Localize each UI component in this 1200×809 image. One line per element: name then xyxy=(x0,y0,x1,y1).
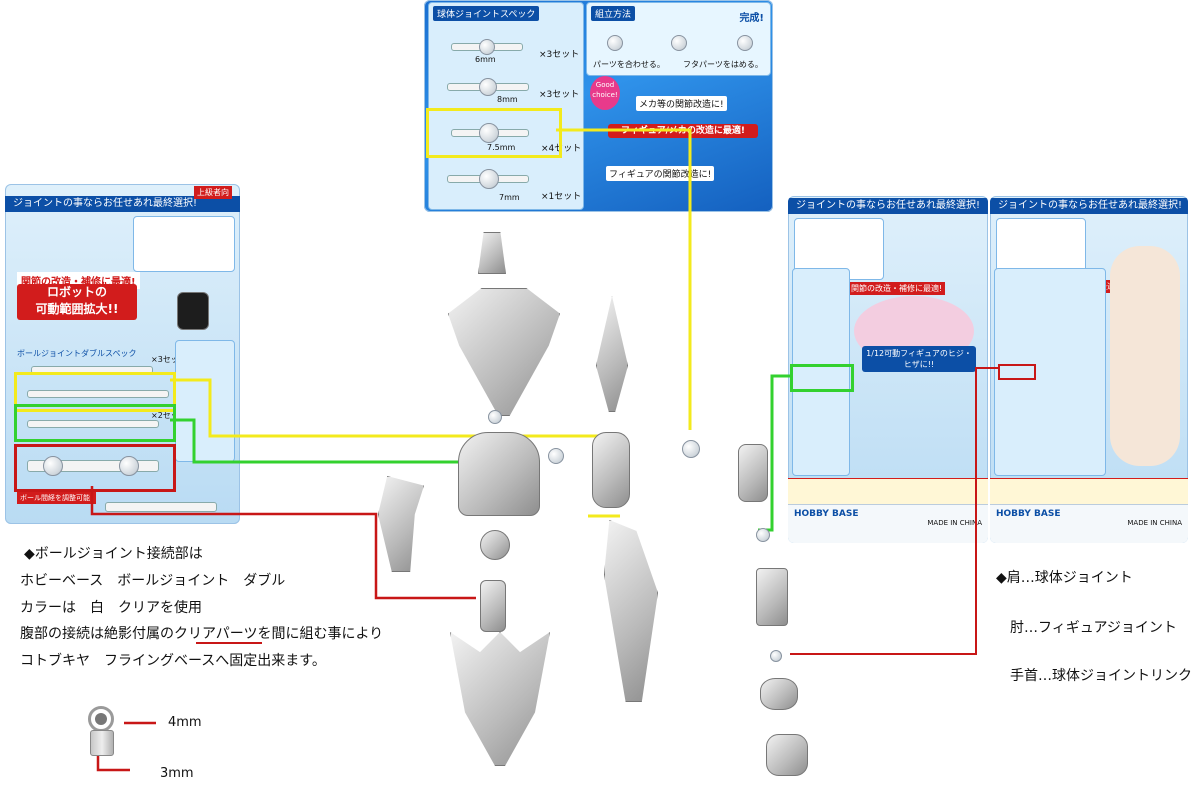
left-main-line2: 可動範囲拡大!! xyxy=(35,302,119,316)
note-left-line-5: コトブキヤ フライングベースへ固定出来ます。 xyxy=(20,653,326,669)
note-left-line-1: ◆ボールジョイント接続部は xyxy=(24,546,203,562)
right2-footer: HOBBY BASE MADE IN CHINA xyxy=(990,504,1188,543)
head-crest-part xyxy=(478,232,506,274)
right2-spec-column xyxy=(994,268,1106,476)
left-spec-set-1: ×3セット xyxy=(151,355,187,364)
joint-spec-panel: 球体ジョイントスペック 6mm ×3セット 8mm ×3セット 7.5mm ×4… xyxy=(428,2,584,210)
joint-spec-title: 球体ジョイントスペック xyxy=(433,6,540,21)
spec-set-1: ×3セット xyxy=(539,50,580,60)
left-pkg-part-image xyxy=(177,292,209,330)
right1-band: 関節の改造・補修に最適! xyxy=(848,282,946,295)
note-left-line-3: カラーは 白 クリアを使用 xyxy=(20,600,202,616)
right1-warning xyxy=(788,478,988,505)
mecha-callout: メカ等の関節改造に! xyxy=(636,96,727,111)
right2-warning xyxy=(990,478,1188,505)
right1-header: ジョイントの事ならお任せあれ最終選択! xyxy=(788,198,988,214)
left-top-info xyxy=(133,216,235,272)
waist-skirt-part xyxy=(450,632,550,766)
complete-label: 完成! xyxy=(739,13,764,24)
elbow-ball xyxy=(756,528,770,542)
left-spec-ball-5 xyxy=(119,456,139,476)
left-spec-set-2: ×2セット xyxy=(151,411,187,420)
forearm-part xyxy=(756,568,788,626)
spec-size-2: 8mm xyxy=(497,95,518,104)
torso-core-part xyxy=(458,432,540,516)
joint-ring-hole xyxy=(95,713,107,725)
hand-part-right xyxy=(766,734,808,776)
shoulder-joint-part xyxy=(592,432,630,508)
left-green-box xyxy=(14,404,176,442)
right2-header: ジョイントの事ならお任せあれ最終選択! xyxy=(990,198,1188,214)
left-bottom-label: ボール間経を調整可能! xyxy=(17,492,96,504)
arm-blade-part xyxy=(604,520,658,702)
expert-badge: 上級者向 xyxy=(194,186,232,199)
left-main-line1: ロボットの xyxy=(46,285,107,299)
waist-joint-part xyxy=(480,530,510,560)
wrist-joint-part xyxy=(760,678,798,710)
shoulder-spike-part xyxy=(596,296,628,412)
top-package-card: 球体ジョイントスペック 6mm ×3セット 8mm ×3セット 7.5mm ×4… xyxy=(424,0,773,212)
side-joint-left xyxy=(548,448,564,464)
left-red-box xyxy=(14,444,176,492)
main-callout: フィギュア/メカの改造に最適! xyxy=(608,124,758,138)
left-vertical-spec xyxy=(175,340,235,462)
right1-main-text: 1/12可動フィギュアのヒジ・ヒザに!! xyxy=(862,346,976,372)
left-package-card: ジョイントの事ならお任せあれ最終選択! 上級者向 関節の改造・補修に最適! ロボ… xyxy=(5,184,240,524)
left-spec-ball-4 xyxy=(43,456,63,476)
left-spec-title: ボールジョイントダブルスペック xyxy=(17,349,137,358)
spec-set-2: ×3セット xyxy=(539,90,580,100)
assembly-title: 組立方法 xyxy=(591,6,636,21)
assembly-ball-3 xyxy=(737,35,753,51)
right2-figure-area xyxy=(1110,246,1180,466)
note-right-line-3: 手首…球体ジョイントリンク xyxy=(1010,668,1192,684)
top-yellow-box xyxy=(426,108,562,158)
step2-text: フタパーツをはめる。 xyxy=(683,60,763,69)
shoulder-ball-right xyxy=(682,440,700,458)
neck-ball xyxy=(488,410,502,424)
spec-size-1: 6mm xyxy=(475,55,496,64)
joint-diagram xyxy=(84,706,124,762)
right-green-box xyxy=(790,364,854,392)
assembly-panel: 組立方法 完成! パーツを合わせる。 フタパーツをはめる。 xyxy=(586,2,771,76)
right2-parts-panel xyxy=(996,218,1086,276)
right2-brand: HOBBY BASE xyxy=(996,509,1061,519)
assembly-ball-1 xyxy=(607,35,623,51)
right-red-box xyxy=(998,364,1036,380)
right1-brand: HOBBY BASE xyxy=(794,509,859,519)
right-package-2: ジョイントの事ならお任せあれ最終選択! 関節の改造・補修に最適! HOBBY B… xyxy=(990,196,1188,543)
left-bottom-rod xyxy=(105,502,217,512)
note-left-line-2: ホビーベース ボールジョイント ダブル xyxy=(20,573,286,589)
spec-ball-4 xyxy=(479,169,499,189)
wrist-ball xyxy=(770,650,782,662)
dim-3mm-label: 3mm xyxy=(160,766,194,781)
right1-footer: HOBBY BASE MADE IN CHINA xyxy=(788,504,988,543)
left-spec-rod-3 xyxy=(27,420,159,428)
spec-ball-1 xyxy=(479,39,495,55)
hip-stack-part xyxy=(480,580,506,632)
good-choice-badge: Good choice! xyxy=(590,76,620,110)
note-left-line-4: 腹部の接続は絶影付属のクリアパーツを間に組む事により xyxy=(20,626,384,642)
spec-set-4: ×1セット xyxy=(541,192,582,202)
left-hand-part xyxy=(378,476,424,572)
assembly-ball-2 xyxy=(671,35,687,51)
note-right-line-2: 肘…フィギュアジョイント xyxy=(1010,620,1177,636)
dim-4mm-label: 4mm xyxy=(168,715,202,730)
step1-text: パーツを合わせる。 xyxy=(593,60,665,69)
figure-callout: フィギュアの関節改造に! xyxy=(606,166,715,181)
right1-made-in: MADE IN CHINA xyxy=(927,519,982,527)
spec-ball-2 xyxy=(479,78,497,96)
spec-size-3: 7.5mm xyxy=(487,143,516,152)
left-main-callout: ロボットの 可動範囲拡大!! xyxy=(17,284,137,320)
chest-upper-part xyxy=(448,288,560,416)
note-right-line-1: ◆肩…球体ジョイント xyxy=(996,570,1133,586)
elbow-upper-part xyxy=(738,444,768,502)
right2-made-in: MADE IN CHINA xyxy=(1127,519,1182,527)
left-spec-rod-2 xyxy=(27,390,169,398)
joint-post-icon xyxy=(90,730,114,756)
left-package-header: ジョイントの事ならお任せあれ最終選択! xyxy=(5,196,240,212)
spec-size-4: 7mm xyxy=(499,193,520,202)
spec-ball-3 xyxy=(479,123,499,143)
